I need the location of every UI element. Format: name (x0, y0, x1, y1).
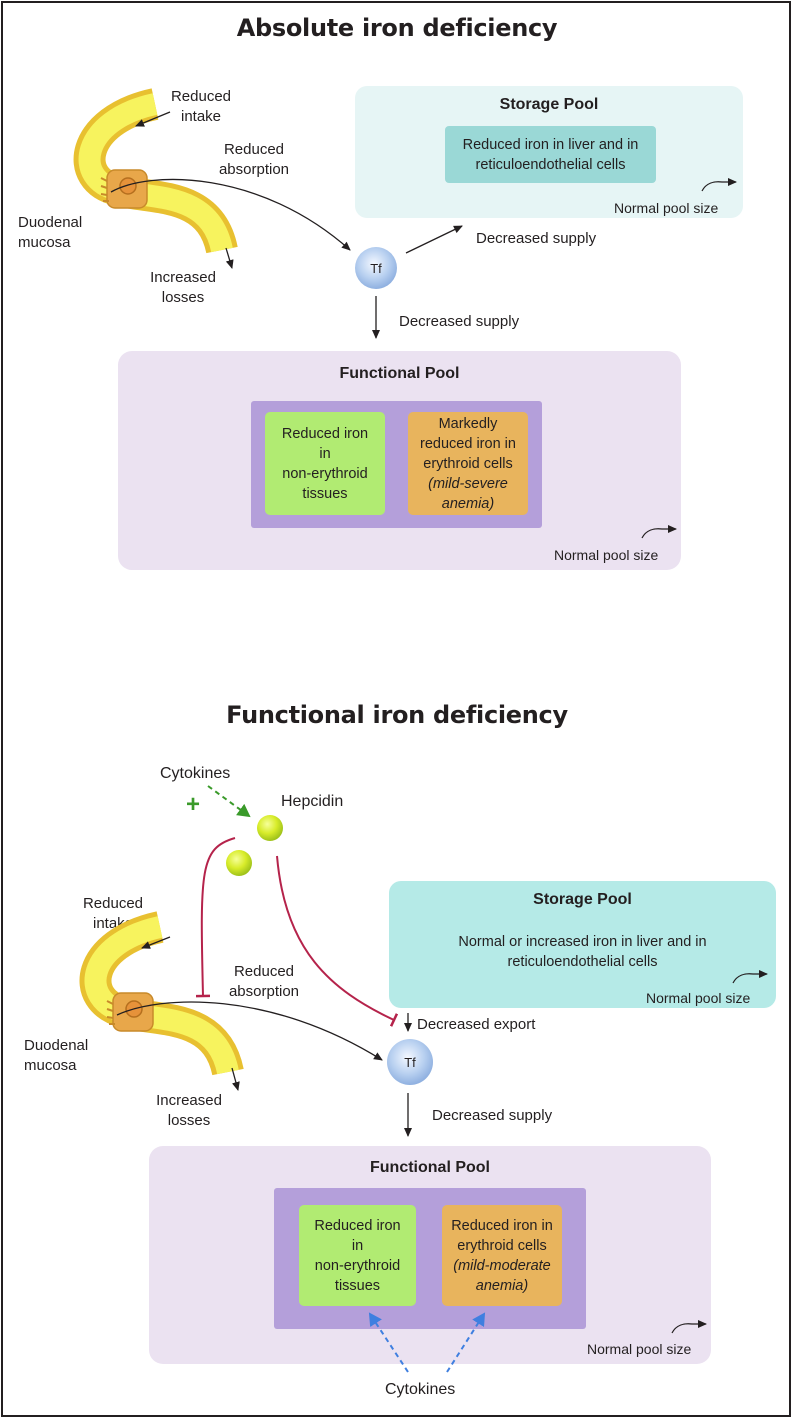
absolute-orange-text: Markedly reduced iron in erythroid cells… (420, 415, 516, 512)
decreased-export-label: Decreased export (417, 1016, 536, 1033)
functional-orange-box (442, 1205, 562, 1306)
plus-sign: + (186, 791, 201, 818)
hepcidin-label: Hepcidin (281, 793, 344, 810)
absolute-storage-inner-box (445, 126, 656, 183)
absolute-decreased-supply-functional-label: Decreased supply (399, 313, 520, 330)
functional-duodenum-icon (79, 911, 244, 1077)
functional-decreased-supply-label: Decreased supply (432, 1107, 553, 1124)
absolute-storage-normal-size: Normal pool size (614, 200, 719, 216)
absolute-green-box (265, 412, 385, 515)
functional-title: Functional iron deficiency (226, 701, 568, 729)
functional-storage-text: Normal or increased iron in liver and in… (458, 934, 707, 970)
functional-storage-pool (389, 881, 776, 1008)
hepcidin-molecule-2 (226, 850, 252, 876)
absolute-decreased-supply-storage-label: Decreased supply (476, 230, 597, 247)
functional-storage-normal-size: Normal pool size (646, 990, 751, 1006)
functional-cytokines-bottom-label: Cytokines (385, 1381, 456, 1398)
absolute-functional-title: Functional Pool (339, 365, 460, 382)
functional-orange-text: Reduced iron in erythroid cells (mild-mo… (451, 1217, 553, 1294)
absolute-functional-normal-size: Normal pool size (554, 547, 659, 563)
hepcidin-molecule-1 (257, 815, 283, 841)
functional-tf-circle (387, 1039, 433, 1085)
absolute-tf-circle (355, 247, 397, 289)
absolute-storage-inner-text: Reduced iron in liver and in reticuloend… (462, 136, 639, 173)
absolute-tf-label: Tf (370, 261, 382, 276)
functional-tf-label: Tf (404, 1055, 416, 1070)
absolute-storage-title: Storage Pool (499, 96, 599, 113)
absolute-duodenum-icon (73, 88, 238, 255)
absolute-title: Absolute iron deficiency (236, 14, 558, 42)
functional-functional-normal-size: Normal pool size (587, 1341, 692, 1357)
functional-cytokines-top-label: Cytokines (160, 765, 231, 782)
absolute-green-text: Reduced iron in non-erythroid tissues (281, 425, 369, 502)
functional-green-text: Reduced iron in non-erythroid tissues (314, 1217, 401, 1294)
absolute-orange-box (408, 412, 528, 515)
functional-functional-title: Functional Pool (370, 1159, 490, 1176)
functional-storage-title: Storage Pool (533, 891, 632, 908)
functional-green-box (299, 1205, 416, 1306)
